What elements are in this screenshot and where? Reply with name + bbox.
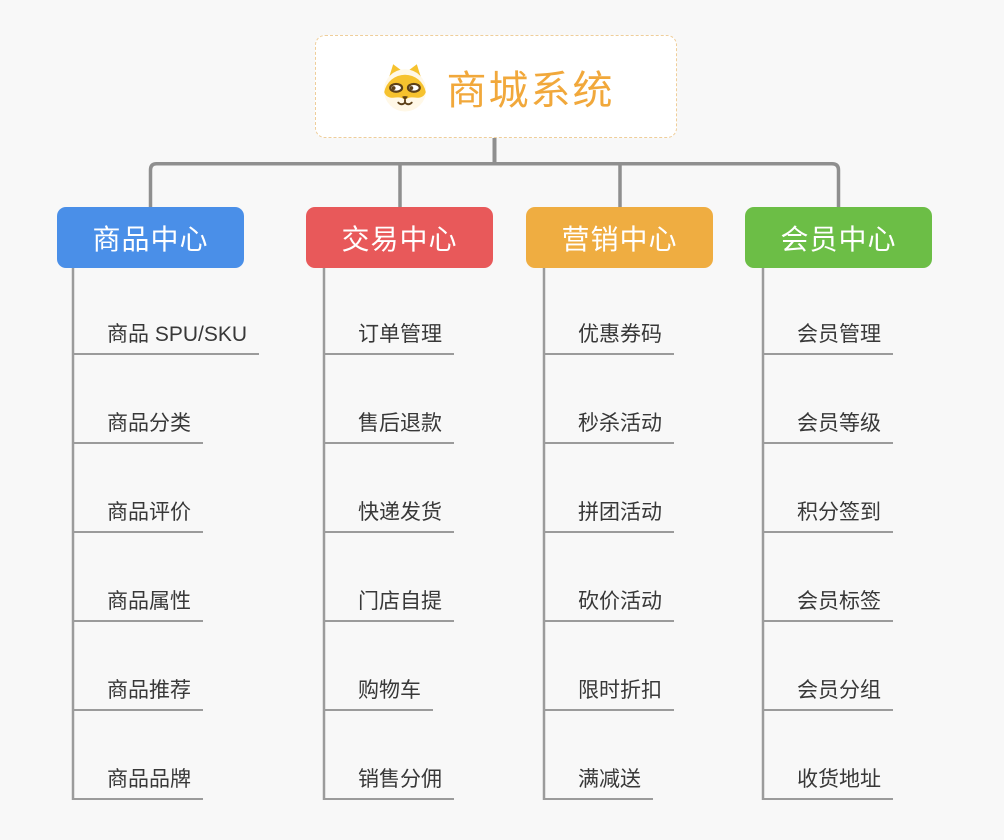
root-title: 商城系统 bbox=[446, 68, 615, 113]
topic-label: 商品分类 bbox=[107, 412, 191, 435]
branch-box-trade-center[interactable]: 交易中心 bbox=[306, 207, 493, 268]
topic-node[interactable]: 会员标签 bbox=[762, 588, 893, 622]
topic-node[interactable]: 限时折扣 bbox=[543, 677, 674, 711]
topic-label: 积分签到 bbox=[797, 501, 881, 524]
branch-label: 营销中心 bbox=[561, 223, 678, 255]
topic-label: 售后退款 bbox=[358, 412, 442, 435]
topic-node[interactable]: 会员等级 bbox=[762, 410, 893, 444]
topic-label: 商品评价 bbox=[107, 501, 191, 524]
topic-node[interactable]: 售后退款 bbox=[323, 410, 454, 444]
branch-label: 会员中心 bbox=[780, 223, 897, 255]
topic-node[interactable]: 满减送 bbox=[543, 766, 653, 800]
topic-label: 限时折扣 bbox=[578, 679, 662, 702]
dog-face-icon bbox=[383, 63, 426, 111]
topic-label: 优惠券码 bbox=[578, 323, 662, 346]
topic-label: 满减送 bbox=[578, 768, 641, 791]
topic-label: 拼团活动 bbox=[578, 501, 662, 524]
topic-label: 收货地址 bbox=[797, 768, 881, 791]
topic-label: 销售分佣 bbox=[358, 768, 442, 791]
topic-label: 秒杀活动 bbox=[578, 412, 662, 435]
topic-label: 会员标签 bbox=[797, 590, 881, 613]
topic-label: 会员管理 bbox=[797, 323, 881, 346]
topic-node[interactable]: 商品推荐 bbox=[72, 677, 203, 711]
topic-label: 快递发货 bbox=[358, 501, 442, 524]
root-node[interactable]: 商城系统 bbox=[315, 35, 677, 138]
topic-node[interactable]: 门店自提 bbox=[323, 588, 454, 622]
branch-box-marketing-center[interactable]: 营销中心 bbox=[526, 207, 713, 268]
topic-label: 商品品牌 bbox=[107, 768, 191, 791]
topic-label: 砍价活动 bbox=[578, 590, 662, 613]
topic-label: 购物车 bbox=[358, 679, 421, 702]
topic-label: 商品属性 bbox=[107, 590, 191, 613]
branch-box-member-center[interactable]: 会员中心 bbox=[745, 207, 932, 268]
topic-node[interactable]: 商品分类 bbox=[72, 410, 203, 444]
topic-label: 会员等级 bbox=[797, 412, 881, 435]
topic-label: 门店自提 bbox=[358, 590, 442, 613]
topic-label: 订单管理 bbox=[358, 323, 442, 346]
topic-node[interactable]: 会员分组 bbox=[762, 677, 893, 711]
topic-node[interactable]: 商品品牌 bbox=[72, 766, 203, 800]
topic-node[interactable]: 秒杀活动 bbox=[543, 410, 674, 444]
topic-node[interactable]: 积分签到 bbox=[762, 499, 893, 533]
topic-node[interactable]: 订单管理 bbox=[323, 321, 454, 355]
topic-node[interactable]: 商品评价 bbox=[72, 499, 203, 533]
topic-node[interactable]: 优惠券码 bbox=[543, 321, 674, 355]
topic-label: 商品 SPU/SKU bbox=[107, 323, 248, 346]
branch-label: 商品中心 bbox=[92, 223, 209, 255]
topic-node[interactable]: 购物车 bbox=[323, 677, 433, 711]
topic-label: 商品推荐 bbox=[107, 679, 191, 702]
topic-node[interactable]: 商品 SPU/SKU bbox=[72, 321, 260, 355]
topic-node[interactable]: 砍价活动 bbox=[543, 588, 674, 622]
topic-node[interactable]: 销售分佣 bbox=[323, 766, 454, 800]
topic-node[interactable]: 会员管理 bbox=[762, 321, 893, 355]
topic-label: 会员分组 bbox=[797, 679, 881, 702]
topic-node[interactable]: 快递发货 bbox=[323, 499, 454, 533]
branch-box-product-center[interactable]: 商品中心 bbox=[57, 207, 244, 268]
topic-node[interactable]: 收货地址 bbox=[762, 766, 893, 800]
topic-node[interactable]: 拼团活动 bbox=[543, 499, 674, 533]
branch-label: 交易中心 bbox=[341, 223, 458, 255]
topic-node[interactable]: 商品属性 bbox=[72, 588, 203, 622]
